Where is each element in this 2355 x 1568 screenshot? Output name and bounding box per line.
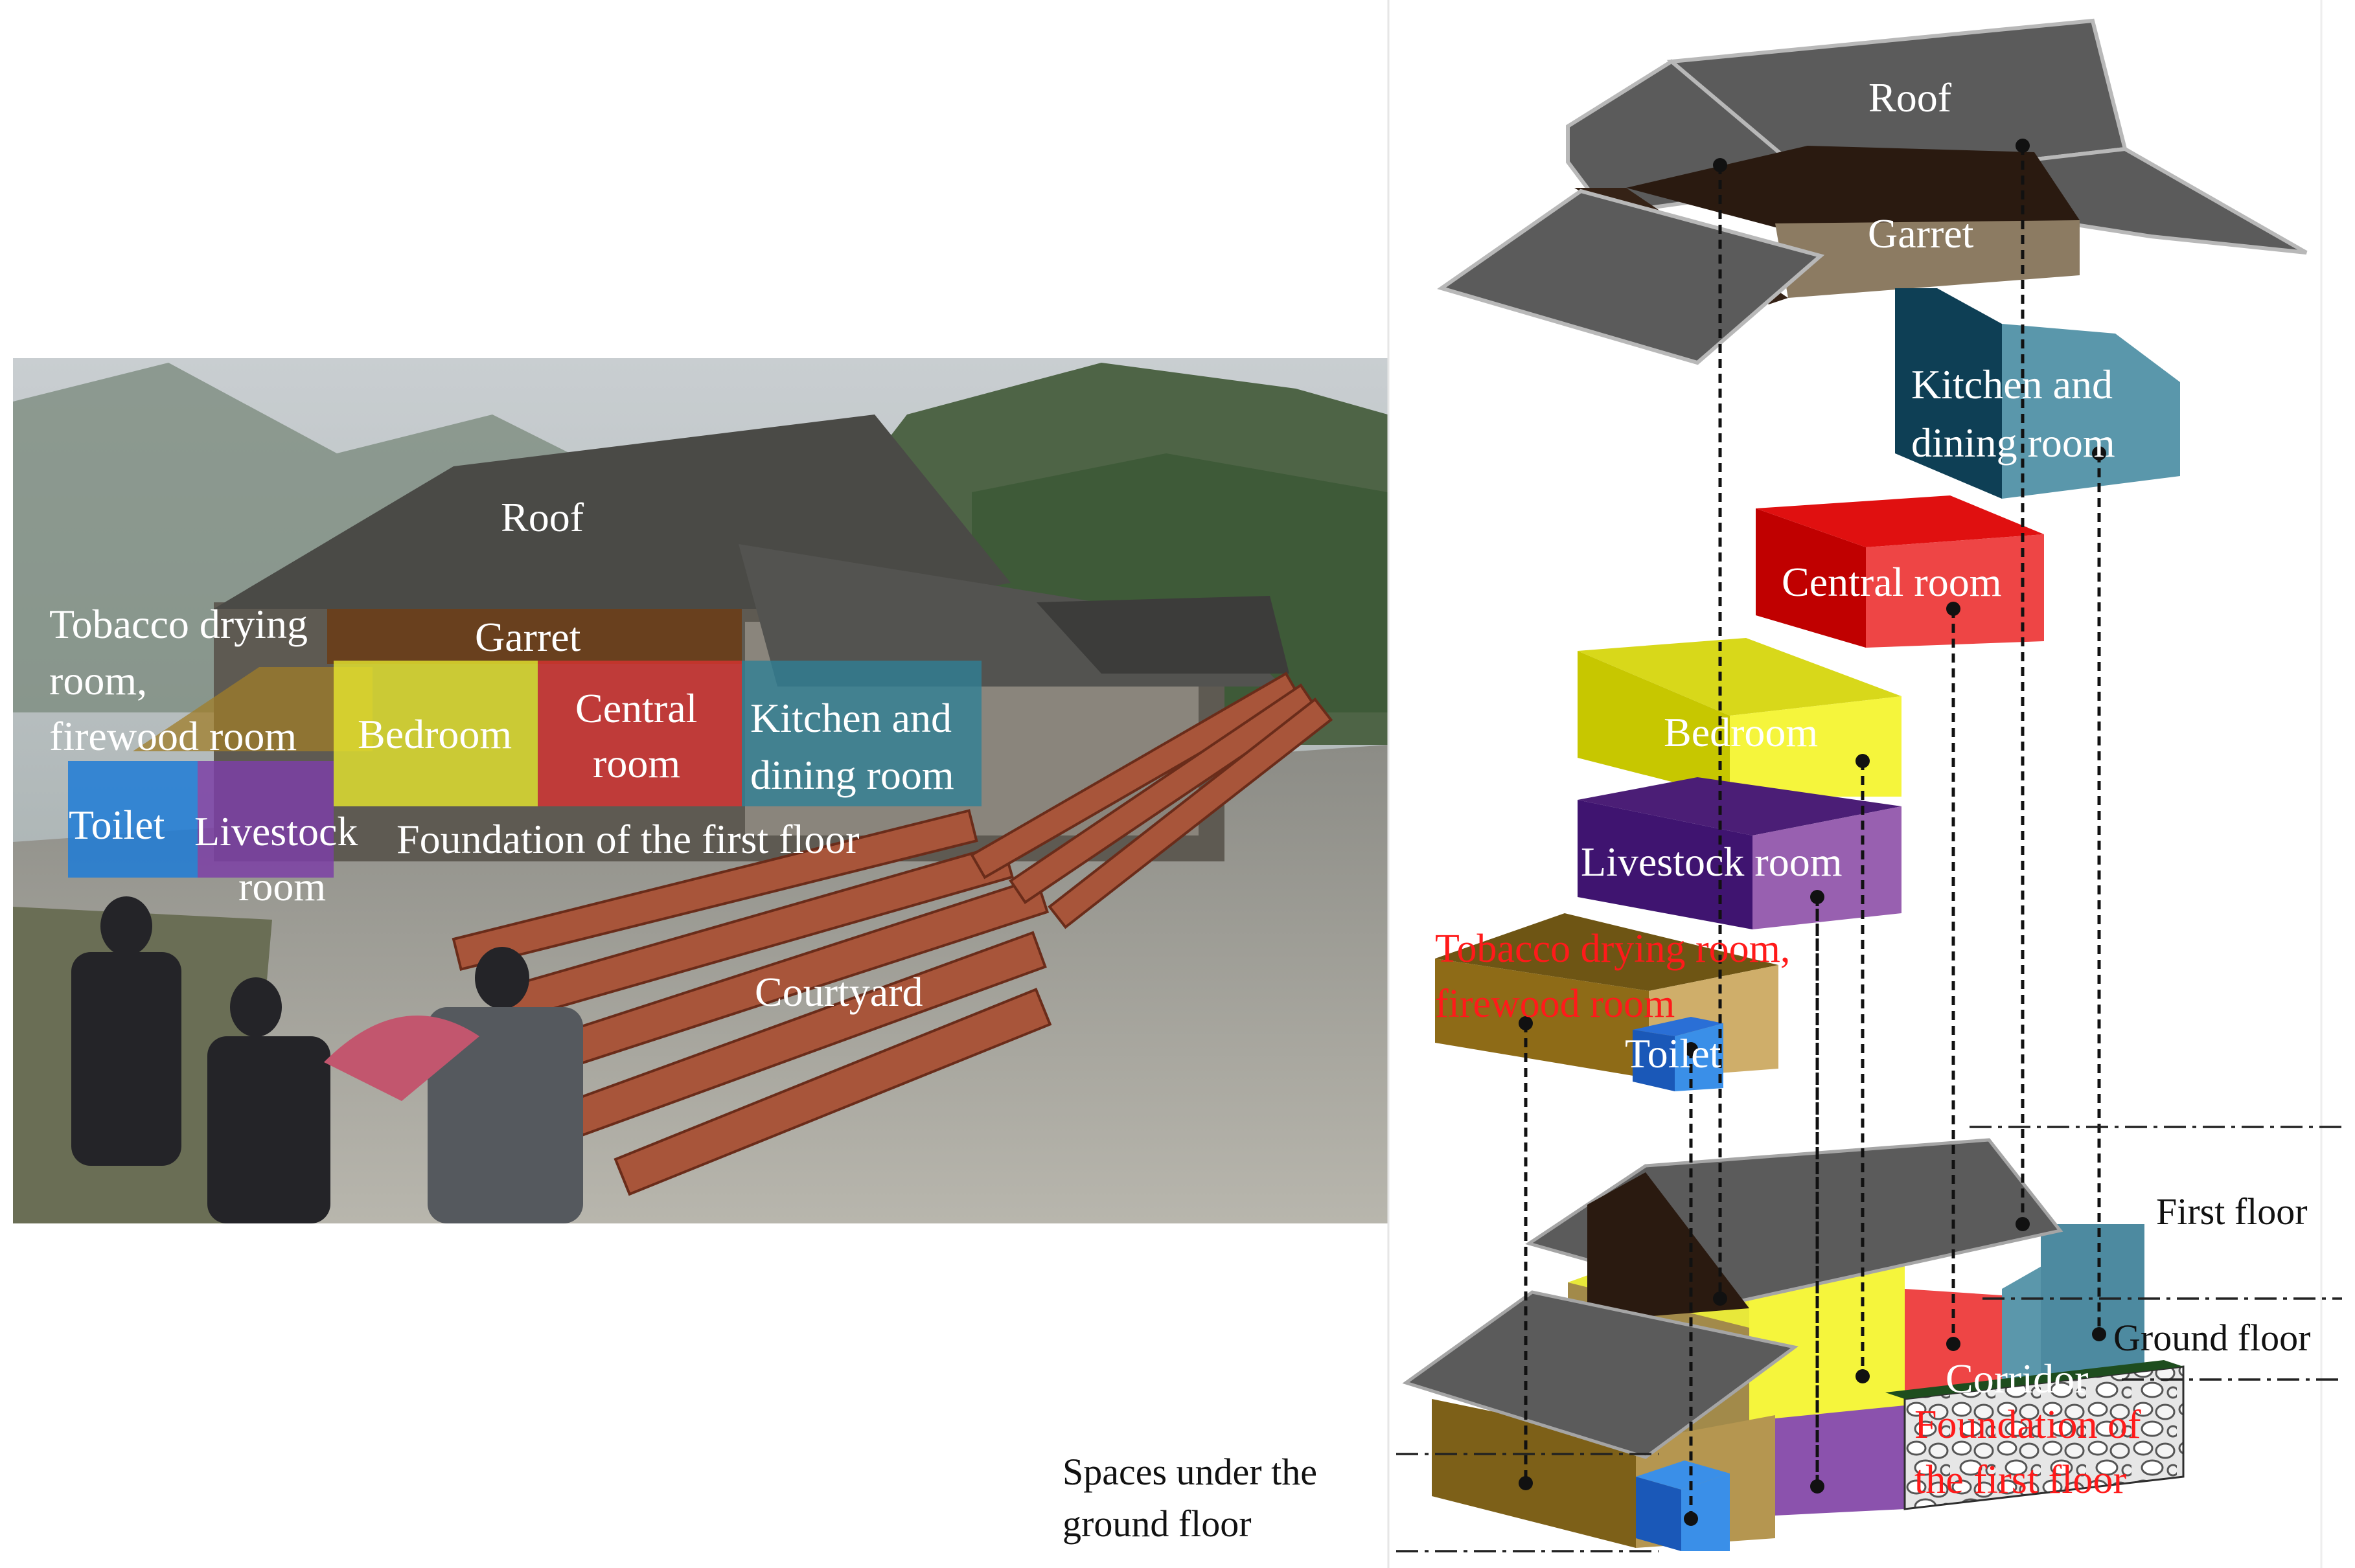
exploded-roof-left-slab <box>1437 188 1825 365</box>
photo-bedroom-overlay <box>334 661 538 806</box>
photo-garret-overlay <box>327 609 742 664</box>
photo-label-tobacco-line2: room, <box>49 657 147 703</box>
photo-tobacco-overlay <box>133 667 373 751</box>
photo-label-bedroom: Bedroom <box>358 711 512 757</box>
photo-label-central-line1: Central <box>575 685 697 731</box>
exploded-label-corridor: Corridor <box>1946 1356 2088 1402</box>
photo-label-tobacco-line3: firewood room <box>49 713 297 759</box>
photo-label-roof: Roof <box>501 494 584 540</box>
exploded-label-central: Central room <box>1782 559 2001 605</box>
photo-label-livestock-line2: room <box>238 863 326 909</box>
photo-label-tobacco-line1: Tobacco drying <box>49 601 308 647</box>
photo-label-toilet: Toilet <box>69 802 165 848</box>
exploded-diagram: Roof Garret Kitchen and dining room Cent… <box>1063 18 2342 1552</box>
photo-toilet-overlay <box>68 761 198 878</box>
exploded-label-kitchen-line1: Kitchen and <box>1911 361 2113 407</box>
exploded-central <box>1756 495 2044 648</box>
exploded-livestock <box>1578 777 1901 929</box>
photo-label-kitchen-line2: dining room <box>750 752 954 798</box>
level-lines <box>1396 1126 2342 1552</box>
level-label-ground-floor: Ground floor <box>2113 1317 2310 1359</box>
exploded-toilet <box>1633 1017 1723 1091</box>
exploded-label-garret: Garret <box>1868 210 1974 256</box>
leader-dots <box>1519 139 2106 1526</box>
photo-label-central-line2: room <box>593 740 680 786</box>
level-label-under-line1: Spaces under the <box>1063 1451 1317 1493</box>
exploded-kitchen <box>1895 288 2180 499</box>
assembled-house <box>1402 1138 2185 1551</box>
exploded-label-livestock: Livestock room <box>1581 839 1842 885</box>
level-label-first-floor: First floor <box>2156 1190 2308 1233</box>
exploded-label-roof: Roof <box>1868 74 1952 120</box>
exploded-label-bedroom: Bedroom <box>1664 709 1818 755</box>
level-label-under-line2: ground floor <box>1063 1503 1252 1545</box>
photo-kitchen-overlay <box>742 661 982 806</box>
photo-central-overlay <box>538 661 742 806</box>
exploded-label-tobacco-line1: Tobacco drying room, <box>1435 927 1790 971</box>
leader-lines <box>1524 146 2101 1519</box>
photo-label-garret: Garret <box>475 614 581 660</box>
photo-label-livestock-line1: Livestock <box>194 808 358 854</box>
photo-livestock-overlay <box>198 761 334 878</box>
exploded-label-kitchen-line2: dining room <box>1911 420 2115 466</box>
photo-label-courtyard: Courtyard <box>755 969 923 1015</box>
exploded-label-tobacco-line2: firewood room <box>1435 982 1675 1026</box>
photo-label-foundation: Foundation of the first floor <box>396 816 860 862</box>
house-photo <box>13 358 1388 1223</box>
photo-labels: Roof Garret Tobacco drying room, firewoo… <box>49 494 954 1015</box>
exploded-label-foundation-line2: the first floor <box>1914 1458 2126 1502</box>
exploded-bedroom <box>1578 638 1901 797</box>
exploded-label-foundation-line1: Foundation of <box>1914 1403 2141 1447</box>
exploded-label-toilet: Toilet <box>1625 1030 1721 1076</box>
photo-label-kitchen-line1: Kitchen and <box>750 695 952 741</box>
